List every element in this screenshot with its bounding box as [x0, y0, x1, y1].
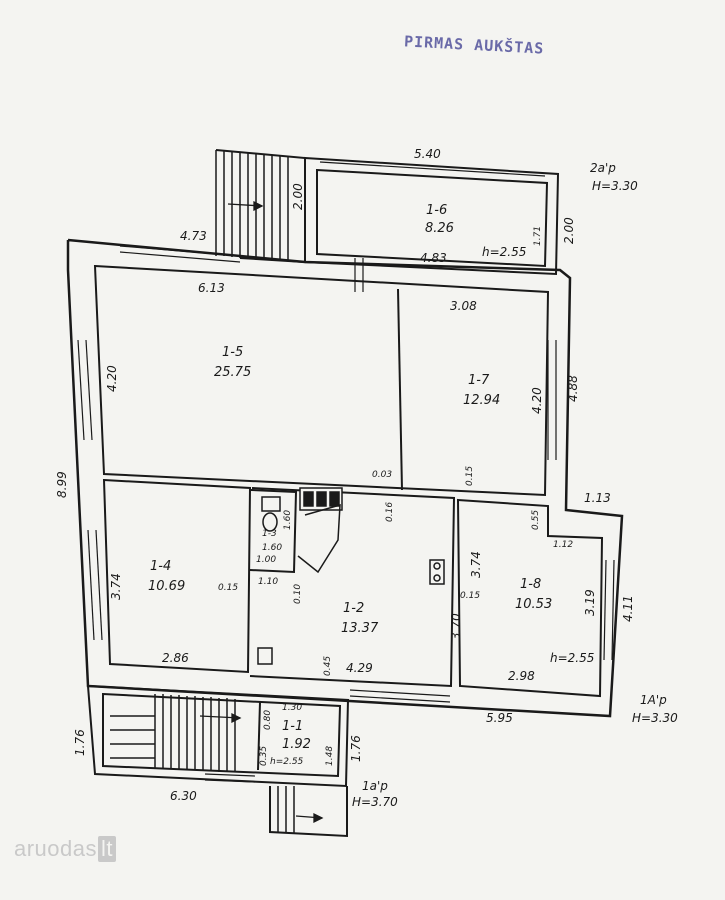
- wall-1-2: [249, 487, 456, 688]
- note-bottom-h: H=3.70: [352, 795, 398, 809]
- room-code-1-4: 1-4: [150, 559, 171, 574]
- dim-label: 4.83: [420, 251, 447, 265]
- bottom-stair-treads: [110, 694, 236, 772]
- dim-label: 4.20: [105, 365, 119, 392]
- dim-label: 5.40: [414, 147, 441, 161]
- dim-label: 1.71: [533, 226, 543, 246]
- dim-label: 0.35: [259, 746, 269, 766]
- height-notes: 2a'p H=3.30 h=2.55 h=2.55 h=2.55 1A'p H=…: [270, 161, 678, 809]
- dim-label: 3.74: [469, 551, 483, 578]
- dim-label: 2.86: [162, 651, 189, 665]
- dim-label: 4.11: [621, 595, 635, 622]
- wall-1-8: [456, 498, 604, 698]
- dim-label: 1.00: [256, 555, 276, 565]
- dim-label: 0.15: [218, 583, 238, 593]
- room-code-1-6: 1-6: [426, 203, 447, 218]
- dim-label: 6.30: [170, 789, 197, 803]
- dim-label: 3.74: [109, 573, 123, 600]
- dim-label: 1.48: [325, 746, 335, 766]
- note-right-label: 1A'p: [640, 693, 667, 707]
- note-top-right-label: 2a'p: [590, 161, 616, 175]
- room-area-1-3: 1.60: [262, 543, 282, 553]
- dim-label: 1.13: [584, 491, 611, 505]
- room-area-1-8: 10.53: [515, 597, 552, 612]
- wall-1-1-partition: [257, 701, 261, 771]
- room-area-1-6: 8.26: [425, 221, 454, 236]
- room-code-1-5: 1-5: [222, 345, 243, 360]
- room-code-1-7: 1-7: [468, 373, 490, 388]
- dim-label: 6.13: [198, 281, 225, 295]
- wall-1-3: [249, 489, 298, 574]
- dim-label: 1.30: [282, 703, 302, 713]
- wall-annex-1-1-inner: [102, 692, 342, 778]
- room-area-1-2: 13.37: [341, 621, 379, 636]
- dim-label: 3.08: [450, 299, 477, 313]
- dim-label: 0.80: [263, 710, 273, 730]
- entry-step-lines: [277, 786, 295, 833]
- watermark-tld: lt: [98, 836, 117, 862]
- wall-annex-1-6-inner: [316, 168, 549, 268]
- dim-label: 3.19: [583, 589, 597, 616]
- room-area-1-5: 25.75: [214, 365, 251, 380]
- dim-label: 1.10: [258, 577, 278, 587]
- dim-label: 0.15: [465, 466, 475, 486]
- note-room-1-8-h: h=2.55: [550, 651, 594, 665]
- note-top-right-h: H=3.30: [592, 179, 638, 193]
- dim-label: 4.29: [346, 661, 373, 675]
- note-room-1-1-h: h=2.55: [270, 757, 304, 767]
- room-code-1-8: 1-8: [520, 577, 541, 592]
- dim-label: 0.16: [385, 502, 395, 522]
- wall-1-5-1-7: [397, 288, 403, 491]
- entry-steps-outline: [269, 786, 348, 838]
- dim-label: 2.98: [508, 669, 535, 683]
- watermark-brand: aruodas: [14, 836, 98, 861]
- dim-label: 1.12: [553, 540, 573, 550]
- dim-label: 4.73: [180, 229, 207, 243]
- room-code-1-2: 1-2: [343, 601, 364, 616]
- dim-label: 5.95: [486, 711, 513, 725]
- room-area-1-7: 12.94: [463, 393, 500, 408]
- dim-label: 4.20: [530, 387, 544, 414]
- dim-label: 8.99: [55, 471, 69, 498]
- dim-label: 1.76: [349, 735, 363, 762]
- dim-label: 0.15: [460, 591, 480, 601]
- note-room-1-6-h: h=2.55: [482, 245, 526, 259]
- dim-label: 1.60: [283, 510, 293, 530]
- dimension-labels: 5.40 2.00 1.71 4.83 2.00 4.73 6.13 3.08 …: [55, 147, 635, 803]
- arrows: [199, 200, 324, 824]
- fixtures: [257, 487, 445, 665]
- room-area-1-1: 1.92: [282, 737, 311, 752]
- room-code-1-1: 1-1: [282, 719, 303, 734]
- dim-label: 0.03: [372, 470, 392, 480]
- dim-label: 0.45: [323, 656, 333, 676]
- note-right-h: H=3.30: [632, 711, 678, 725]
- dim-label: 2.00: [562, 217, 576, 244]
- dim-label: 1.76: [73, 729, 87, 756]
- dim-label: 2.00: [291, 183, 305, 210]
- wall-outer-main: [66, 238, 624, 718]
- dim-label: 0.10: [293, 584, 303, 604]
- dim-label: 0.55: [531, 510, 541, 530]
- room-area-1-4: 10.69: [148, 579, 185, 594]
- note-bottom-label: 1a'p: [362, 779, 388, 793]
- dim-label: 3.70: [449, 613, 463, 640]
- windows: [77, 161, 615, 783]
- room-code-1-3: 1-3: [262, 529, 277, 539]
- room-labels: 1-6 8.26 1-5 25.75 1-7 12.94 1-4 10.69 1…: [148, 203, 552, 752]
- wall-inner-main: [93, 264, 550, 497]
- wall-1-4: [102, 478, 252, 674]
- dim-label: 4.88: [566, 375, 580, 402]
